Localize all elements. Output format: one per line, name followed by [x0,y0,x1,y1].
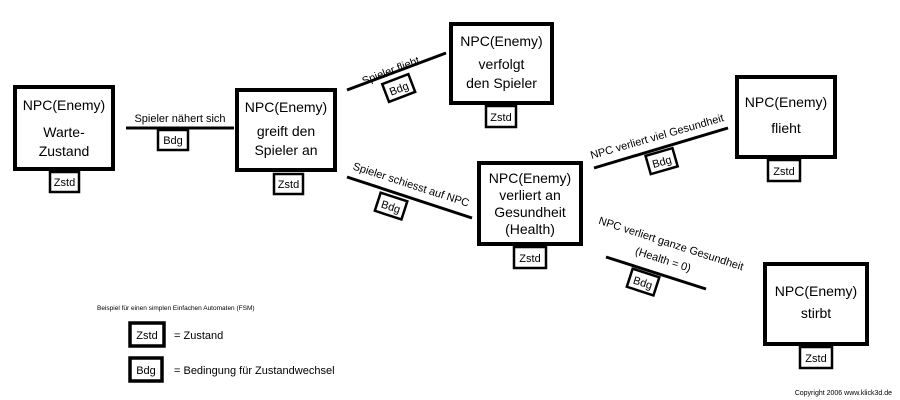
state-dies-box [763,262,869,346]
state-chase: NPC(Enemy) verfolgt den Spieler Zstd [449,22,554,129]
state-chase-line1: NPC(Enemy) [460,33,542,49]
state-damaged-tag: Zstd [519,253,540,265]
state-attack-line2: greift den [257,123,315,139]
state-idle-tag: Zstd [54,177,75,189]
transition-player-flees-tag-box [380,72,417,104]
state-idle-box [13,85,115,171]
legend-state-tag: Zstd [136,330,157,342]
state-damaged-line2: verliert an [499,187,560,203]
transition-lose-all-tag-box [625,267,661,297]
transition-approach-label: Spieler nähert sich [134,113,225,125]
legend: Beispiel für einen simplen Einfachen Aut… [97,305,335,383]
copyright-text: Copyright 2006 www.klick3d.de [795,390,892,397]
transition-player-shoots-bar [346,175,473,220]
state-attack-line1: NPC(Enemy) [245,99,327,115]
transition-approach: Spieler nähert sich Bdg [126,113,234,152]
state-dies-tag: Zstd [805,353,826,365]
transition-lose-much-tag: Bdg [651,154,673,171]
state-flee-box [735,75,837,159]
state-dies-line2: stirbt [801,305,831,321]
transition-player-shoots-tag-box [373,191,409,221]
state-attack-tag: Zstd [278,179,299,191]
state-idle-line1: NPC(Enemy) [23,97,105,113]
state-attack-line3: Spieler an [254,142,317,158]
state-damaged-tag-box [512,245,548,270]
state-attack: NPC(Enemy) greift den Spieler an Zstd [235,88,337,196]
state-idle-line2: Warte- [43,124,85,140]
legend-cond-tag-box [128,356,164,383]
legend-cond-desc: = Bedingung für Zustandwechsel [174,365,335,377]
transition-lose-much-tag-box [643,146,680,176]
transition-player-flees: Spieler flieht Bdg [346,51,447,104]
state-idle-line3: Zustand [39,143,90,159]
state-dies-line1: NPC(Enemy) [775,283,857,299]
state-chase-tag-box [484,104,518,129]
state-dies-tag-box [798,345,834,370]
state-attack-box [235,88,337,172]
state-dies: NPC(Enemy) stirbt Zstd [763,262,869,370]
state-damaged: NPC(Enemy) verliert an Gesundheit (Healt… [477,161,583,270]
state-flee: NPC(Enemy) flieht Zstd [735,75,837,183]
state-chase-box [449,22,554,105]
state-flee-tag: Zstd [773,166,794,178]
state-idle: NPC(Enemy) Warte- Zustand Zstd [13,85,115,194]
state-chase-tag: Zstd [490,112,511,124]
state-damaged-line3: Gesundheit [494,204,566,220]
transition-lose-much-bar [593,126,729,170]
state-idle-tag-box [48,170,81,194]
transition-player-shoots-tag: Bdg [379,199,401,216]
state-damaged-line4: (Health) [505,221,555,237]
state-damaged-line1: NPC(Enemy) [489,170,571,186]
transition-player-shoots: Spieler schiesst auf NPC Bdg [346,161,473,221]
state-flee-line2: flieht [771,120,801,136]
transition-lose-much: NPC verliert viel Gesundheit Bdg [589,112,729,176]
state-chase-line3: den Spieler [466,75,537,91]
state-flee-tag-box [766,158,802,183]
transition-approach-tag: Bdg [163,135,183,147]
transition-lose-all-bar [605,255,707,291]
transition-player-flees-bar [346,51,447,92]
state-flee-line1: NPC(Enemy) [745,94,827,110]
transition-lose-all-tag: Bdg [631,275,653,292]
legend-state-tag-box [128,321,166,348]
state-chase-line2: verfolgt [479,56,525,72]
legend-state-desc: = Zustand [174,330,223,342]
legend-title: Beispiel für einen simplen Einfachen Aut… [97,305,255,312]
state-attack-tag-box [272,172,305,196]
legend-cond-tag: Bdg [136,365,156,377]
state-damaged-box [477,161,583,246]
transition-approach-tag-box [156,128,190,152]
transition-lose-all: NPC verliert ganze Gesundheit (Health = … [597,215,745,297]
